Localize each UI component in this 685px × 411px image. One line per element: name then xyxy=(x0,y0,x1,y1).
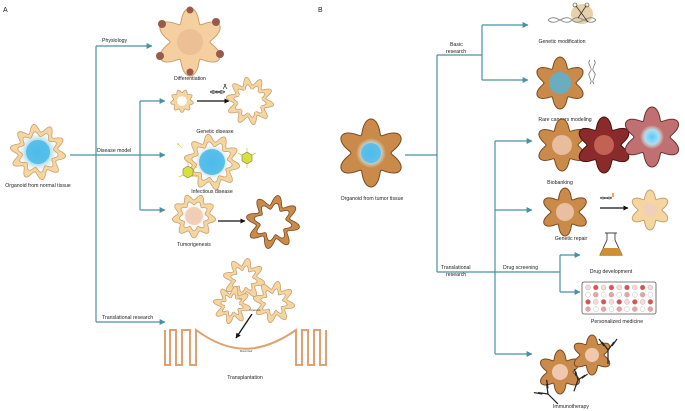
plate-well xyxy=(593,292,599,298)
outcome-biobanking-label: Biobanking xyxy=(547,180,573,186)
outcome-genetic-modification-label: Genetic modification xyxy=(539,39,586,45)
plate-well xyxy=(616,284,622,291)
plate-well xyxy=(624,284,630,291)
plate-well xyxy=(639,284,646,291)
dna-icon xyxy=(209,83,228,94)
outcome-personalized-medicine-label: Personalized medicine xyxy=(591,319,643,325)
dna-icon xyxy=(599,192,615,200)
outcome-infectious-disease-label: Infectious disease xyxy=(191,189,233,195)
rare-cancers-organoid xyxy=(536,56,584,110)
antibody-icon xyxy=(573,369,589,392)
virus-spike-icon xyxy=(177,143,183,149)
panel-a-connectors xyxy=(70,43,166,325)
plate-well xyxy=(639,299,646,305)
normal-organoid-source xyxy=(9,123,67,181)
organoid-ring xyxy=(9,123,67,181)
tumorigenesis-row xyxy=(171,194,300,249)
plate-well xyxy=(616,292,622,298)
outcome-drug-development-label: Drug development xyxy=(590,269,633,275)
branch-disease-model-label: Disease model xyxy=(97,148,131,154)
plate-well xyxy=(624,299,630,305)
transplantation-illustration: Organoids Wound bed xyxy=(164,258,327,366)
panel-b-letter: B xyxy=(318,7,323,14)
source-normal-label: Organoid from normal tissue xyxy=(5,183,71,189)
plate-well xyxy=(624,292,630,298)
plate-well xyxy=(600,284,607,291)
infectious-disease-row xyxy=(177,133,257,191)
plate-well xyxy=(593,299,599,305)
biobanking-organoids xyxy=(538,106,680,174)
virus-icon xyxy=(178,162,198,179)
virus-icon xyxy=(237,148,257,168)
branch-drug-screening-label: Drug screening xyxy=(503,265,538,271)
plate-well xyxy=(632,299,638,305)
plate-well xyxy=(593,284,599,291)
outcome-differentiation-label: Differentiation xyxy=(174,76,206,82)
plate-well xyxy=(593,306,599,312)
differentiation-organoid xyxy=(156,6,224,77)
plate-well xyxy=(632,306,638,312)
plate-well xyxy=(647,284,654,291)
organoids-tag: Organoids xyxy=(249,309,261,312)
branch-basic-line1: Basic xyxy=(450,42,463,48)
plate-well xyxy=(600,306,607,312)
plate-well xyxy=(616,306,622,312)
plate-well xyxy=(639,306,646,312)
branch-translational-line1: Translational xyxy=(441,265,471,271)
plate-well xyxy=(600,292,607,298)
plate-well xyxy=(616,299,622,305)
tumor-organoid-source xyxy=(340,118,402,188)
plate-well xyxy=(585,284,591,291)
flask-icon xyxy=(599,232,623,256)
plate-well xyxy=(608,292,615,298)
immunotherapy-illustration xyxy=(533,334,618,405)
outcome-genetic-disease-label: Genetic disease xyxy=(196,129,233,135)
genetic-disease-row xyxy=(170,76,275,126)
branch-basic-line2: research xyxy=(446,49,466,55)
branch-translational-label: Translational research xyxy=(102,315,153,321)
outcome-tumorigenesis-label: Tumorigenesis xyxy=(177,242,211,248)
genetic-modification-icon xyxy=(547,2,597,24)
plate-well xyxy=(647,306,654,312)
plate-well xyxy=(632,284,638,291)
outcome-transplantation-label: Transplantation xyxy=(227,375,263,381)
plate-well xyxy=(600,299,607,305)
plate-well xyxy=(608,306,615,312)
plate-well xyxy=(585,292,591,298)
plate-well xyxy=(647,299,654,305)
plate-well xyxy=(639,292,646,298)
branch-translational-line2: research xyxy=(446,272,466,278)
plate-well xyxy=(585,299,591,305)
plate-well xyxy=(585,306,591,312)
well-plate xyxy=(581,281,657,315)
wound-bed-tag: Wound bed xyxy=(240,350,253,353)
plate-well xyxy=(632,292,638,298)
panel-a-letter: A xyxy=(3,7,8,14)
plate-well xyxy=(608,284,615,291)
plate-well xyxy=(608,299,615,305)
wound-bed xyxy=(164,328,327,366)
genetic-repair-row xyxy=(543,187,669,237)
source-tumor-label: Organoid from tumor tissue xyxy=(341,196,404,202)
antibody-icon xyxy=(598,338,618,364)
dna-icon xyxy=(588,59,596,85)
outcome-genetic-repair-label: Genetic repair xyxy=(555,236,588,242)
plate-well xyxy=(647,292,654,298)
outcome-immunotherapy-label: Immunotherapy xyxy=(553,404,589,410)
panel-b-connectors xyxy=(405,22,581,357)
branch-physiology-label: Physiology xyxy=(102,38,127,44)
antibody-icon xyxy=(533,379,559,405)
plate-well xyxy=(624,306,630,312)
